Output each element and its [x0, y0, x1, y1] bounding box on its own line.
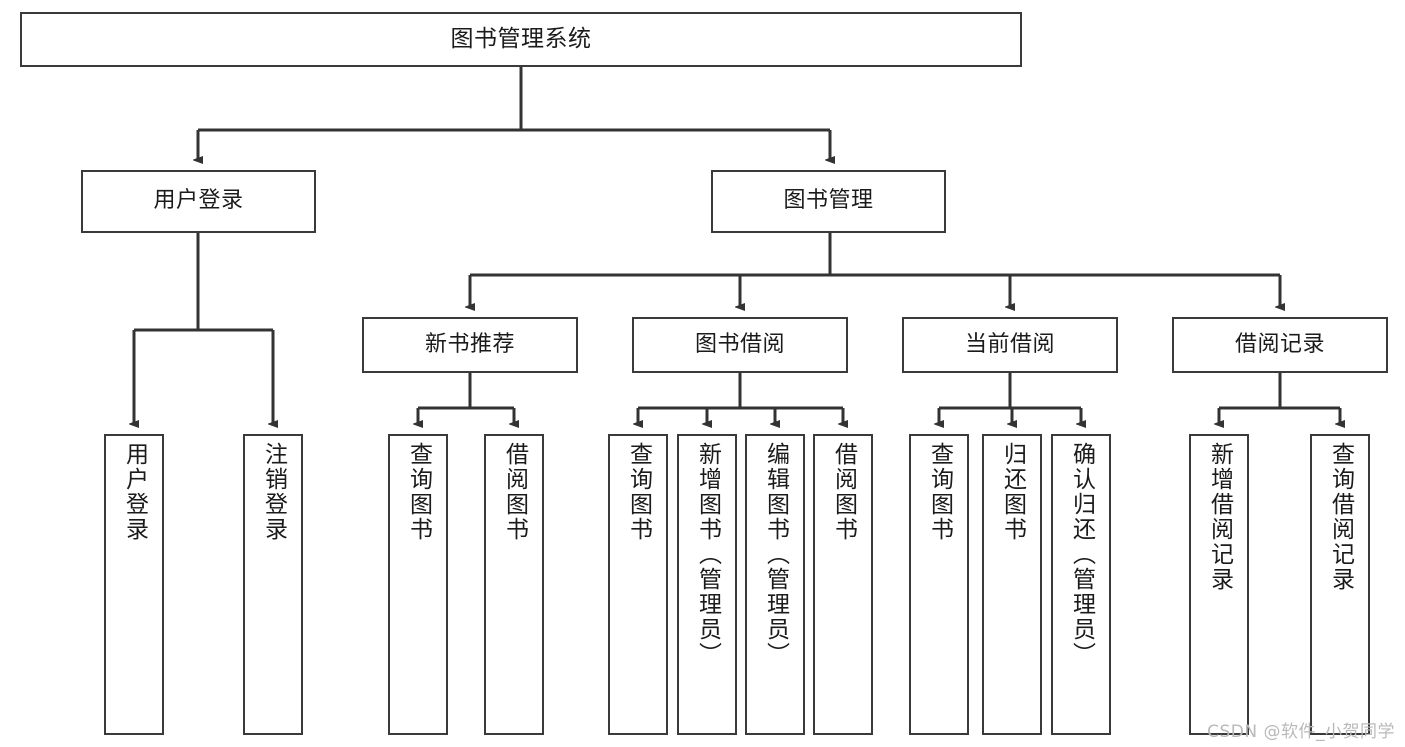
leaf-return-book[interactable]: 归还图书	[982, 434, 1042, 735]
leaf-query-borrow-record[interactable]: 查询借阅记录	[1310, 434, 1370, 735]
leaf-confirm-return-admin[interactable]: 确认归还（管理员）	[1051, 434, 1111, 735]
node-root-system[interactable]: 图书管理系统	[20, 12, 1022, 67]
node-book-borrow[interactable]: 图书借阅	[632, 317, 848, 373]
node-label: 确认归还（管理员）	[1068, 442, 1095, 667]
leaf-add-book-admin[interactable]: 新增图书（管理员）	[677, 434, 737, 735]
node-label: 新增借阅记录	[1206, 442, 1233, 592]
node-label: 查询图书	[625, 442, 652, 542]
node-label: 当前借阅	[964, 331, 1055, 357]
leaf-query-book-current[interactable]: 查询图书	[909, 434, 969, 735]
leaf-query-book-borrow[interactable]: 查询图书	[608, 434, 668, 735]
node-label: 新书推荐	[424, 331, 515, 357]
leaf-borrow-book-recommend[interactable]: 借阅图书	[484, 434, 544, 735]
node-label: 图书借阅	[694, 331, 785, 357]
node-label: 借阅记录	[1234, 331, 1325, 357]
node-user-login[interactable]: 用户登录	[81, 170, 316, 233]
node-borrow-records[interactable]: 借阅记录	[1172, 317, 1388, 373]
leaf-logout[interactable]: 注销登录	[243, 434, 303, 735]
node-label: 注销登录	[260, 442, 287, 542]
node-label: 借阅图书	[830, 442, 857, 542]
node-label: 归还图书	[999, 442, 1026, 542]
leaf-add-borrow-record[interactable]: 新增借阅记录	[1189, 434, 1249, 735]
node-label: 借阅图书	[501, 442, 528, 542]
node-current-borrow[interactable]: 当前借阅	[902, 317, 1118, 373]
node-label: 编辑图书（管理员）	[762, 442, 789, 667]
node-label: 查询图书	[405, 442, 432, 542]
node-book-management[interactable]: 图书管理	[711, 170, 946, 233]
csdn-watermark: CSDN @软件_小贺同学	[1207, 722, 1395, 742]
node-label: 查询图书	[926, 442, 953, 542]
node-label: 图书管理系统	[450, 25, 592, 52]
node-label: 新增图书（管理员）	[694, 442, 721, 667]
node-label: 用户登录	[121, 442, 148, 542]
leaf-user-login[interactable]: 用户登录	[104, 434, 164, 735]
node-label: 查询借阅记录	[1327, 442, 1354, 592]
node-new-book-recommend[interactable]: 新书推荐	[362, 317, 578, 373]
leaf-edit-book-admin[interactable]: 编辑图书（管理员）	[745, 434, 805, 735]
leaf-query-book-recommend[interactable]: 查询图书	[388, 434, 448, 735]
node-label: 图书管理	[783, 188, 874, 214]
leaf-borrow-book[interactable]: 借阅图书	[813, 434, 873, 735]
node-label: 用户登录	[153, 188, 244, 214]
